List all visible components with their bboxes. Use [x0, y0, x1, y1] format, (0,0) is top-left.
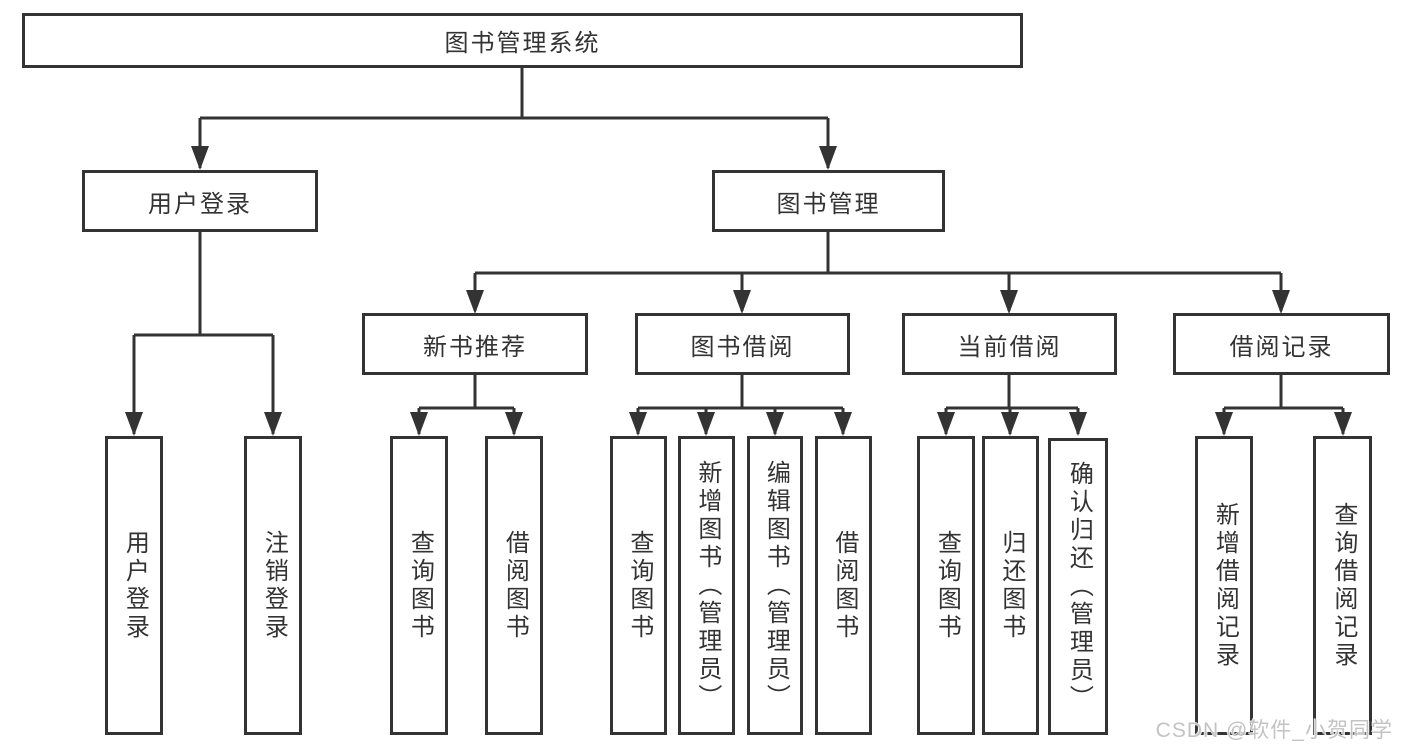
arrowhead-icon — [733, 290, 751, 314]
node-user-login: 用户登录 — [82, 170, 318, 232]
leaf-user-login: 用户登录 — [105, 436, 163, 735]
arrowhead-icon — [697, 412, 715, 436]
edge-borrow-records-children — [1222, 375, 1345, 434]
node-new-book-recommend: 新书推荐 — [362, 313, 588, 375]
arrowhead-icon — [466, 290, 484, 314]
node-current-borrow: 当前借阅 — [902, 313, 1117, 375]
leaf-query-borrow-record: 查询借阅记录 — [1313, 436, 1372, 735]
csdn-watermark: CSDN @软件_小贺同学 — [1155, 719, 1393, 742]
edge-book-management-children — [473, 232, 1283, 311]
node-book-borrow: 图书借阅 — [635, 313, 850, 375]
arrowheads — [125, 146, 1352, 436]
arrowhead-icon — [1000, 290, 1018, 314]
arrowhead-icon — [1334, 412, 1352, 436]
leaf-borrow-books: 借阅图书 — [815, 436, 872, 735]
arrowhead-icon — [1069, 412, 1087, 436]
arrowhead-icon — [410, 412, 428, 436]
arrowhead-icon — [1001, 412, 1019, 436]
leaf-return-books: 归还图书 — [982, 436, 1039, 735]
leaf-confirm-return-admin: 确认归还（管理员） — [1048, 438, 1108, 735]
arrowhead-icon — [819, 146, 837, 170]
node-book-management: 图书管理 — [712, 170, 945, 232]
node-borrow-records: 借阅记录 — [1173, 313, 1390, 375]
edge-new-book-recommend-children — [417, 375, 516, 434]
arrowhead-icon — [937, 412, 955, 436]
leaf-add-books-admin: 新增图书（管理员） — [678, 436, 735, 735]
arrowhead-icon — [766, 412, 784, 436]
arrowhead-icon — [191, 146, 209, 170]
edge-user-login-children — [132, 232, 275, 434]
arrowhead-icon — [1215, 412, 1233, 436]
leaf-edit-books-admin: 编辑图书（管理员） — [747, 436, 803, 735]
arrowhead-icon — [1272, 290, 1290, 314]
edge-book-borrow-children — [636, 375, 845, 434]
leaf-query-books-borrow: 查询图书 — [610, 436, 667, 735]
leaf-add-borrow-record: 新增借阅记录 — [1195, 436, 1253, 735]
leaf-borrow-books-recommend: 借阅图书 — [485, 436, 543, 735]
arrowhead-icon — [834, 412, 852, 436]
arrowhead-icon — [629, 412, 647, 436]
arrowhead-icon — [264, 412, 282, 436]
leaf-query-books-recommend: 查询图书 — [390, 436, 448, 735]
edge-root-to-level2 — [198, 68, 830, 168]
node-root: 图书管理系统 — [22, 13, 1023, 68]
leaf-logout-login: 注销登录 — [244, 436, 302, 735]
arrowhead-icon — [505, 412, 523, 436]
leaf-query-books-current: 查询图书 — [917, 436, 975, 735]
arrowhead-icon — [125, 412, 143, 436]
